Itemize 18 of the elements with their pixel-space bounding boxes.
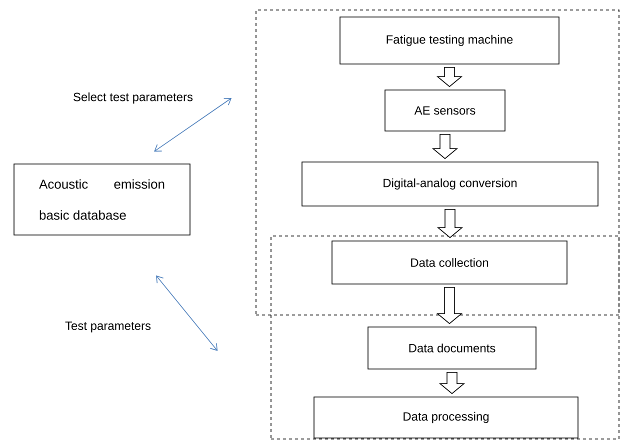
block-arrow bbox=[438, 372, 466, 394]
process-box: Data collection bbox=[332, 240, 568, 284]
process-box: Data documents bbox=[368, 326, 536, 370]
block-arrow bbox=[436, 287, 463, 324]
process-box: Data processing bbox=[314, 396, 578, 438]
block-arrow bbox=[432, 134, 458, 160]
double-arrow bbox=[154, 98, 232, 152]
process-box: AE sensors bbox=[384, 90, 506, 132]
database-box: Acoustic emission basic database bbox=[14, 164, 190, 236]
edge-label: Select test parameters bbox=[72, 91, 194, 105]
double-arrow bbox=[156, 275, 218, 351]
block-arrow bbox=[436, 209, 464, 238]
dashed-region bbox=[270, 236, 620, 440]
block-arrow bbox=[436, 67, 463, 88]
process-box: Digital-analog conversion bbox=[302, 162, 598, 206]
edge-label: Test parameters bbox=[64, 320, 152, 334]
process-box: Fatigue testing machine bbox=[340, 16, 560, 64]
dashed-region bbox=[256, 10, 620, 316]
